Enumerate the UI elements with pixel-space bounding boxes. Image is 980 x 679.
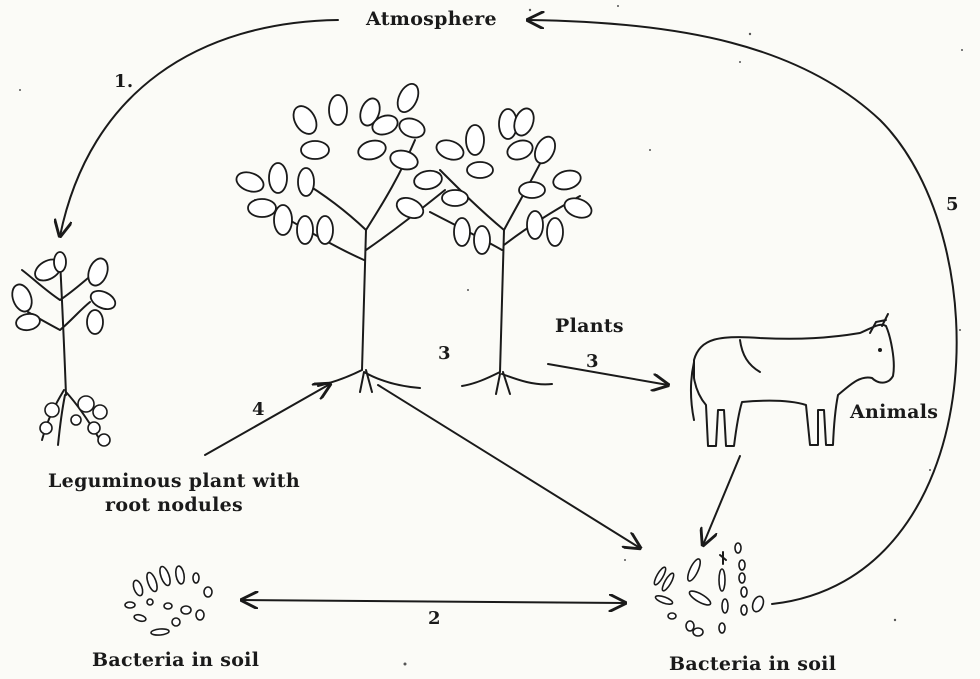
plants-label: Plants bbox=[555, 314, 624, 338]
leguminous-plant-label: Leguminous plant with root nodules bbox=[40, 469, 308, 517]
bacteria-left-label: Bacteria in soil bbox=[92, 648, 259, 672]
atmosphere-label: Atmosphere bbox=[366, 7, 497, 31]
arrow-plants-to-bacteria bbox=[378, 385, 640, 548]
arrow-3-plants-to-animals bbox=[548, 364, 668, 385]
arrow-animals-to-bacteria bbox=[703, 456, 740, 545]
leguminous-label-line2: root nodules bbox=[40, 493, 308, 517]
step-1-label: 1. bbox=[114, 70, 133, 94]
arrow-5-bacteria-to-atmosphere bbox=[528, 20, 957, 604]
arrow-4-legume-to-plants bbox=[205, 384, 330, 455]
arrow-2-bacteria-exchange bbox=[242, 600, 625, 603]
tree-icon bbox=[430, 106, 594, 394]
bacteria-right-label: Bacteria in soil bbox=[669, 652, 836, 676]
cow-icon bbox=[691, 314, 894, 446]
bacteria-cluster-icon bbox=[125, 565, 212, 636]
tree-icon bbox=[234, 81, 445, 392]
bacteria-cluster-icon bbox=[652, 543, 765, 636]
arrow-1-atmosphere-to-legume bbox=[60, 20, 338, 236]
step-3-label-trees: 3 bbox=[438, 342, 451, 366]
leguminous-label-line1: Leguminous plant with bbox=[40, 469, 308, 493]
step-5-label: 5 bbox=[946, 193, 959, 217]
step-3-label-animals: 3 bbox=[586, 350, 599, 374]
animals-label: Animals bbox=[850, 400, 938, 424]
step-2-label: 2 bbox=[428, 607, 441, 631]
step-4-label: 4 bbox=[252, 398, 265, 422]
leguminous-plant-icon bbox=[9, 252, 118, 446]
